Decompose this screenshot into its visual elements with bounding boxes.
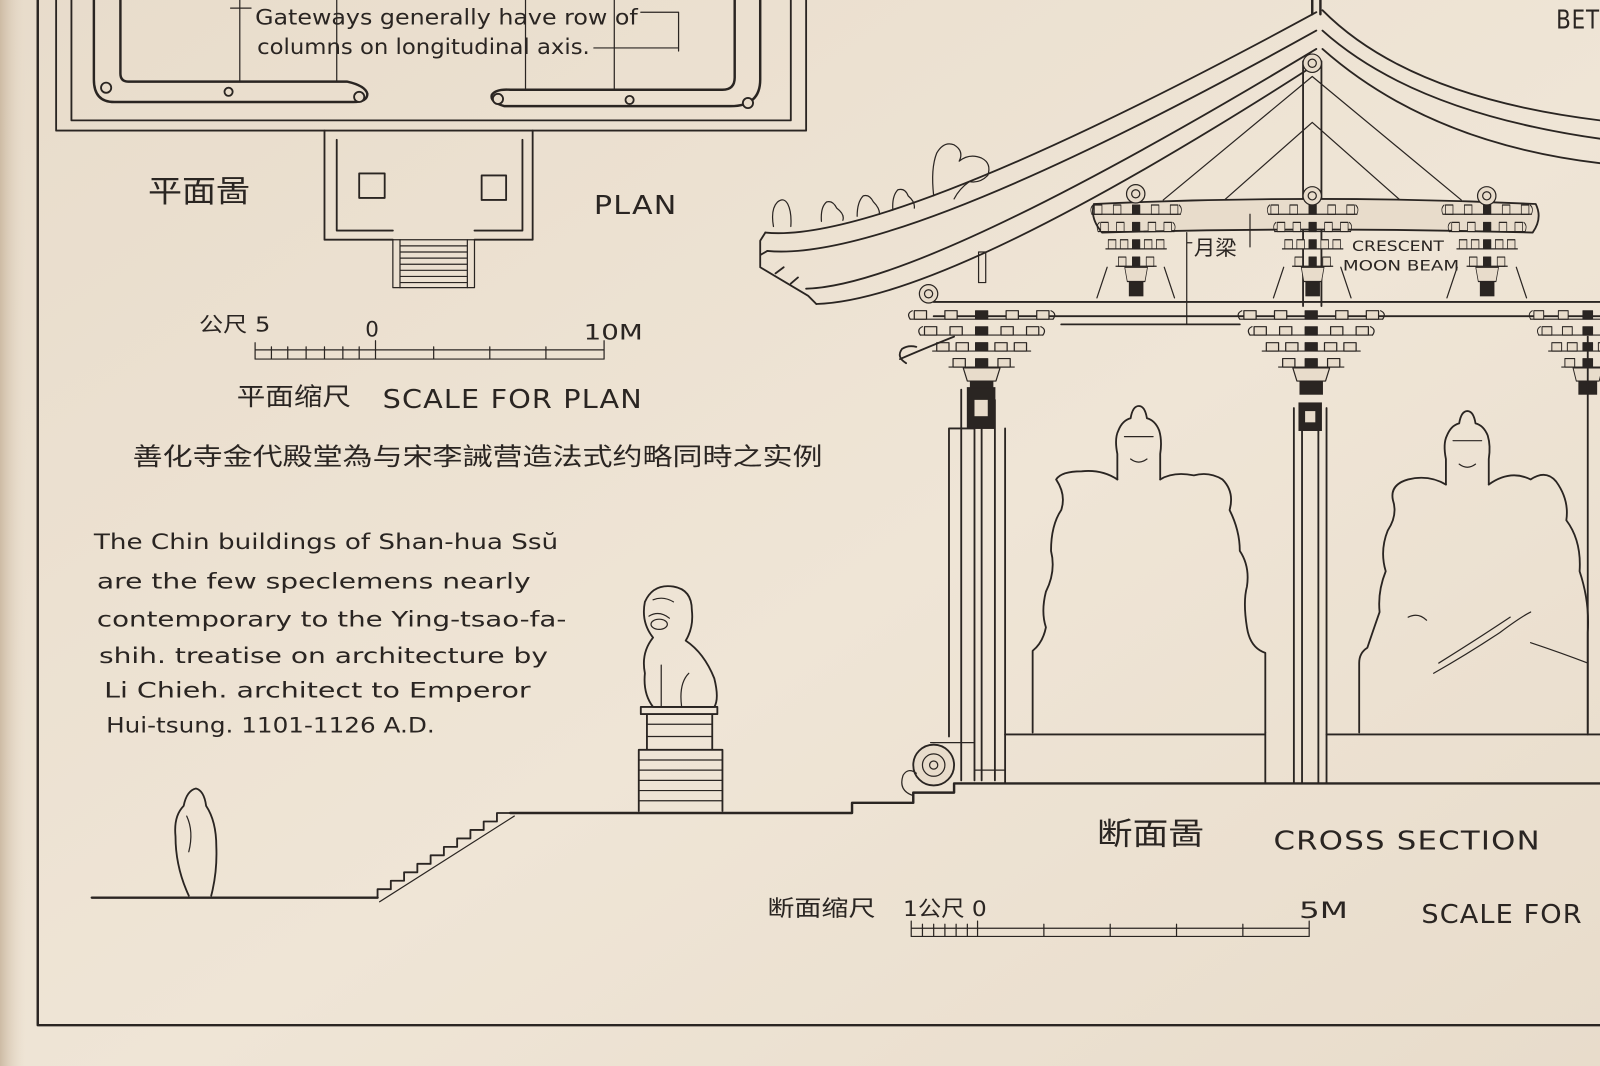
king-post [1302, 60, 1323, 307]
plan-note-leader [230, 7, 680, 52]
bracket-lever-arm [898, 335, 955, 365]
porch-column-base [480, 174, 508, 201]
statue-platform [1004, 731, 1600, 785]
plan-title-en: PLAN [594, 191, 678, 221]
terrace-stairs-string [378, 815, 515, 903]
section-scale-title-cn: 断面缩尺 [767, 896, 875, 922]
buddha-statue-right [1358, 410, 1589, 734]
eave-rod [977, 251, 987, 284]
beam-label-en: MOON BEAM [1343, 258, 1459, 274]
human-figure [174, 787, 218, 897]
edge-heading-fragment: BET [1556, 6, 1600, 36]
roof-slope-left [764, 11, 1318, 305]
section-title-en: CROSS SECTION [1273, 827, 1540, 857]
caption-line: shih. treatise on architecture by [99, 644, 548, 669]
beam-label-cn: 月梁 [1194, 236, 1237, 260]
section-title-cn: 断面啚 [1097, 818, 1204, 853]
plan-scale-title-en: SCALE FOR PLAN [383, 385, 643, 415]
gateway-wall-left [92, 0, 369, 104]
cross-section-drawing [759, 0, 1600, 797]
caption-line: The Chin buildings of Shan-hua Ssŭ [93, 530, 559, 555]
column-left [901, 387, 1007, 797]
column-marker [741, 97, 754, 110]
porch-steps [392, 239, 476, 289]
column-marker [223, 86, 234, 97]
lion-pedestal [637, 706, 724, 812]
plan-scale-zero-label: 0 [365, 318, 379, 343]
beam-label-en: CRESCENT [1352, 239, 1444, 255]
caption-english: The Chin buildings of Shan-hua Ssŭ are t… [93, 530, 567, 739]
plan-scale-bar: 公尺 5 0 10M 平面缩尺 SCALE FOR PLAN [199, 313, 643, 416]
bracket-struts [1096, 266, 1528, 299]
section-scale-right-label: 5M [1299, 898, 1348, 924]
terrace-top [508, 782, 1600, 815]
plan-title-cn: 平面啚 [148, 175, 250, 210]
section-scale-rule [910, 920, 1310, 938]
plan-scale-rule [254, 340, 605, 360]
ridge-ornament [932, 143, 990, 200]
plan-scale-right-label: 10M [584, 321, 643, 346]
buddha-statue-left [1031, 405, 1267, 734]
caption-line: contemporary to the Ying-tsao-fa- [97, 607, 566, 632]
column-base [912, 743, 956, 787]
caption-line: Li Chieh. architect to Emperor [104, 679, 531, 704]
terrace-stairs [376, 812, 512, 899]
column-marker [100, 81, 113, 94]
section-scale-title-en: SCALE FOR [1421, 900, 1582, 930]
purlin-ends [918, 53, 1497, 304]
stone-lion [642, 585, 718, 708]
roof-slope-right [1321, 9, 1600, 165]
paper-left-edge-shadow [0, 0, 27, 1066]
roof-ridge [1311, 0, 1322, 16]
column-marker [624, 94, 635, 105]
section-scale-left-label: 1公尺 0 [903, 897, 987, 922]
roof-truss [1162, 75, 1462, 201]
ridge-beasts [771, 188, 916, 228]
column-center [1292, 402, 1328, 785]
sheet-border [36, 0, 1600, 1027]
plan-drawing: Gateways generally have row of columns o… [55, 0, 808, 289]
roof-eave-end [759, 231, 818, 305]
caption-line: Hui-tsung. 1101-1126 A.D. [106, 713, 435, 738]
plan-interior-lines [239, 0, 615, 91]
roof [759, 0, 1600, 305]
plan-scale-title-cn: 平面缩尺 [237, 382, 351, 411]
column-marker [353, 90, 366, 103]
section-scale-bar: 断面缩尺 1公尺 0 5M SCALE FOR [767, 896, 1582, 938]
porch-column-base [358, 172, 386, 199]
plan-outer-frame [55, 0, 808, 132]
crescent-moon-beam [1091, 198, 1540, 234]
plan-note-line: columns on longitudinal axis. [257, 35, 590, 60]
caption-chinese: 善化寺金代殿堂為与宋李誡营造法式约略同時之实例 [133, 442, 823, 471]
column-marker [491, 92, 504, 105]
plan-scale-left-label: 公尺 5 [199, 313, 270, 337]
stepped-terrace-profile [90, 782, 1600, 903]
plan-note-line: Gateways generally have row of [255, 5, 638, 30]
caption-line: are the few speclemens nearly [97, 570, 531, 595]
beam-label-leader [1186, 213, 1251, 326]
porch-platform [323, 129, 534, 241]
